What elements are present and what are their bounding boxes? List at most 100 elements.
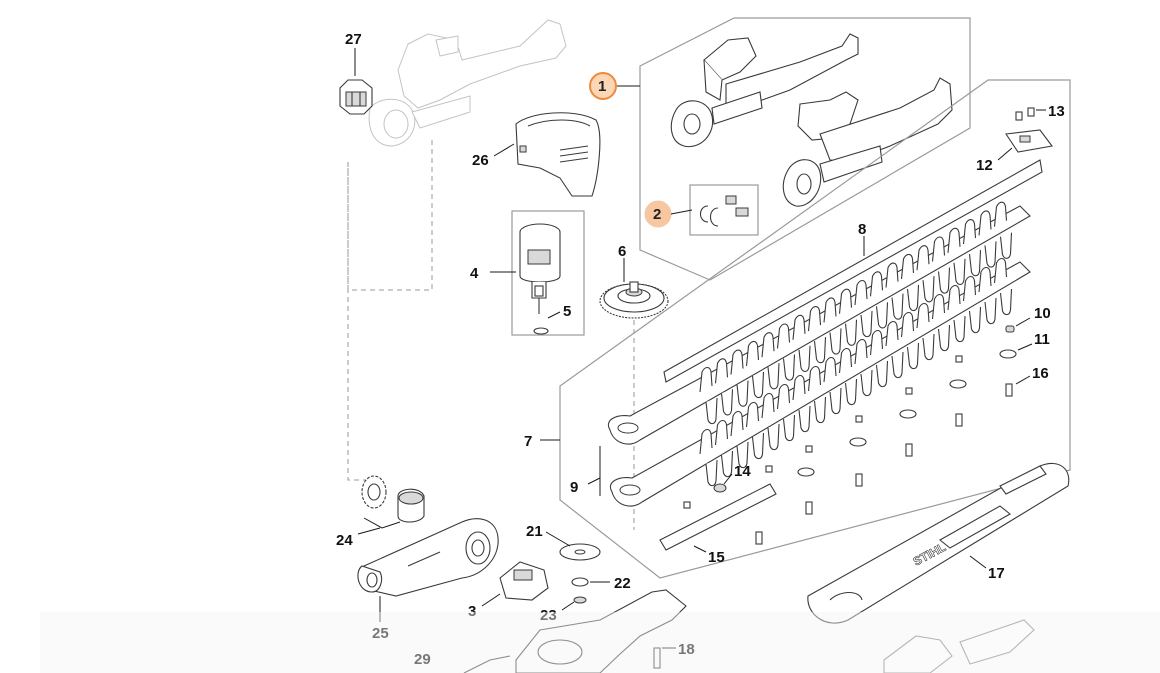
upper-blade-tooth	[813, 337, 827, 364]
lower-blade-tooth	[829, 387, 842, 415]
lower-blade-tooth	[798, 405, 811, 433]
leader-11	[1017, 343, 1033, 351]
upper-blade-tooth	[931, 236, 946, 262]
upper-blade-tooth	[854, 279, 868, 306]
lower-blade-tooth	[978, 266, 992, 293]
callout-9: 9	[570, 479, 578, 496]
callout-2[interactable]: 2	[653, 206, 661, 223]
part-8-bar	[663, 159, 1043, 383]
lower-blade-tooth	[937, 324, 951, 352]
upper-blade-tooth	[807, 306, 822, 332]
upper-blade-tooth	[869, 271, 884, 297]
upper-blade-tooth	[860, 310, 873, 338]
lower-blade-tooth	[900, 311, 915, 338]
upper-blade-tooth	[984, 241, 997, 268]
lower-blade-tooth	[736, 441, 749, 469]
lower-blade-tooth	[931, 293, 946, 320]
upper-blade-tooth	[962, 219, 977, 245]
upper-blade-tooth	[714, 358, 729, 384]
leader-23	[561, 601, 575, 611]
part-2-clips	[699, 195, 749, 227]
part-13-screws	[1015, 107, 1035, 121]
callout-15: 15	[708, 549, 725, 566]
callout-25: 25	[372, 625, 389, 642]
frame-motor	[511, 210, 585, 336]
part-26-cover	[515, 112, 601, 197]
upper-blade-tooth	[798, 345, 811, 372]
lower-blade-tooth	[751, 432, 765, 460]
lower-blade-tooth	[885, 320, 899, 347]
leader-17	[969, 555, 987, 569]
lower-blade-tooth	[767, 423, 780, 451]
lower-blade-tooth	[953, 315, 966, 343]
part-22-circlip	[571, 577, 589, 587]
leader-24	[363, 517, 401, 529]
upper-blade-tooth	[875, 302, 889, 329]
upper-blade-tooth	[705, 397, 718, 425]
callout-1-badge[interactable]	[589, 72, 617, 100]
lower-blade-tooth	[860, 369, 873, 397]
callout-23: 23	[540, 607, 557, 624]
part-17-guard: STIHL	[807, 462, 1070, 624]
callout-10: 10	[1034, 305, 1051, 322]
callout-8: 8	[858, 221, 866, 238]
leader-24b	[357, 527, 381, 535]
lower-blade-tooth	[699, 428, 713, 455]
lower-blade-tooth	[745, 401, 760, 428]
callout-5: 5	[563, 303, 571, 320]
background-handle-bottom	[883, 619, 1035, 673]
upper-blade-tooth	[745, 340, 760, 366]
callout-17: 17	[988, 565, 1005, 582]
callout-6: 6	[618, 243, 626, 260]
leader-21	[545, 531, 571, 547]
callout-16: 16	[1032, 365, 1049, 382]
upper-blade-tooth	[751, 371, 765, 399]
upper-blade-tooth	[937, 267, 951, 294]
part-5-ring	[533, 327, 549, 335]
lower-blade-tooth	[993, 257, 1008, 284]
part-1-handle-assembly	[670, 33, 953, 207]
lower-blade-tooth	[947, 284, 961, 311]
callout-12: 12	[976, 157, 993, 174]
lower-blade-tooth	[730, 410, 744, 437]
upper-blade-tooth	[761, 332, 775, 358]
upper-blade-tooth	[730, 349, 744, 375]
upper-blade-tooth	[838, 288, 853, 314]
lower-blade-tooth	[999, 288, 1013, 316]
part-18-screw	[653, 647, 661, 669]
lower-blade-tooth	[891, 351, 904, 379]
lower-blade-tooth	[962, 275, 977, 302]
fade-band-bottom	[40, 612, 1160, 673]
frame-assembly-1	[639, 17, 971, 281]
upper-blade-tooth	[922, 276, 935, 303]
upper-blade-tooth	[776, 323, 791, 349]
lower-blade-tooth	[838, 347, 853, 374]
callout-21: 21	[526, 523, 543, 540]
callout-26: 26	[472, 152, 489, 169]
lower-blade-tooth	[761, 392, 775, 419]
part-27-cap	[339, 79, 373, 115]
upper-blade-tooth	[968, 250, 982, 277]
part-bottom-housing	[515, 589, 687, 673]
leader-9	[587, 477, 601, 485]
callout-1[interactable]: 1	[598, 78, 606, 95]
lower-blade-tooth	[984, 297, 997, 325]
upper-blade-tooth	[953, 258, 966, 285]
blade-teeth-upper	[699, 201, 1013, 425]
upper-blade-tooth	[767, 363, 780, 390]
lower-blade-tooth	[776, 383, 791, 410]
upper-blade-tooth	[900, 253, 915, 279]
lower-blade-tooth	[854, 338, 868, 365]
frame-blades-7	[559, 79, 1071, 579]
upper-blade-tooth	[993, 201, 1008, 227]
callout-13: 13	[1048, 103, 1065, 120]
lower-blade-tooth	[916, 302, 930, 329]
lower-blade-tooth	[869, 329, 884, 356]
upper-blade-tooth	[891, 293, 904, 320]
callout-24: 24	[336, 532, 353, 549]
upper-blade-tooth	[736, 380, 749, 407]
part-24-gear	[361, 475, 425, 523]
leader-5	[547, 311, 561, 319]
